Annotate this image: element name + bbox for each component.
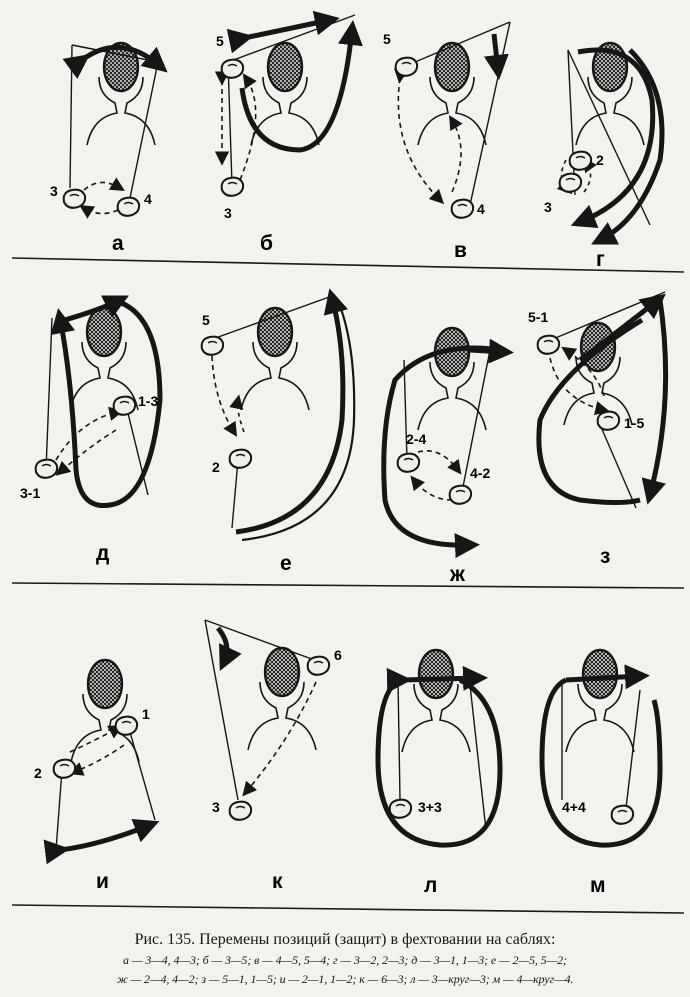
label-k-2: 3 (212, 799, 220, 815)
panel-letter-b: б (260, 232, 273, 255)
panel-z: 5-1 1-5 з (528, 291, 669, 568)
panel-letter-l: л (424, 874, 437, 897)
panel-e: 5 2 е (200, 288, 356, 575)
panel-a: 3 4 а (50, 41, 168, 255)
panel-k: 6 3 к (204, 619, 342, 893)
panel-letter-m: м (590, 874, 606, 897)
label-a-2: 4 (144, 191, 152, 207)
panel-l: 3+3 л (375, 648, 503, 897)
panel-letter-d: д (96, 542, 109, 565)
caption-line-1: а — 3—4, 4—3; б — 3—5; в — 4—5, 5—4; г —… (123, 953, 567, 967)
label-d-2: 3-1 (20, 485, 40, 501)
panel-i: 1 2 и (34, 658, 160, 893)
label-e-1: 5 (202, 312, 210, 328)
panel-letter-i: и (96, 870, 109, 893)
panel-letter-zh: ж (449, 563, 466, 586)
panel-g: 2 3 г (544, 41, 665, 271)
panel-zh: 2-4 4-2 ж (381, 326, 514, 586)
divider-lines (11, 257, 685, 914)
label-g-1: 2 (596, 152, 604, 168)
label-l-1: 3+3 (418, 799, 442, 815)
label-i-1: 1 (142, 706, 150, 722)
caption-line-2: ж — 2—4, 4—2; з — 5—1, 1—5; и — 2—1, 1—2… (116, 972, 574, 986)
panel-v: 5 4 в (383, 21, 511, 262)
label-a-1: 3 (50, 183, 58, 199)
panel-letter-a: а (112, 232, 124, 255)
label-v-1: 5 (383, 31, 391, 47)
panel-letter-g: г (596, 248, 605, 271)
label-g-2: 3 (544, 199, 552, 215)
label-d-1: 1-3 (138, 393, 158, 409)
label-b-2: 3 (224, 205, 232, 221)
label-z-1: 5-1 (528, 309, 548, 325)
label-i-2: 2 (34, 765, 42, 781)
panel-b: 5 3 б (214, 10, 363, 255)
panel-letter-v: в (454, 239, 467, 262)
fencing-figure: 3 4 а 5 3 б 5 4 в (11, 10, 685, 914)
panel-letter-k: к (272, 870, 283, 893)
label-e-2: 2 (212, 459, 220, 475)
panel-m: 4+4 м (539, 648, 663, 897)
label-v-2: 4 (477, 201, 485, 217)
caption-title: Рис. 135. Перемены позиций (защит) в фех… (134, 931, 556, 948)
label-b-1: 5 (216, 33, 224, 49)
label-m-1: 4+4 (562, 799, 586, 815)
panel-letter-e: е (280, 552, 292, 575)
label-zh-2: 4-2 (470, 465, 490, 481)
panel-d: 1-3 3-1 д (20, 295, 163, 565)
label-zh-1: 2-4 (406, 431, 426, 447)
label-k-1: 6 (334, 647, 342, 663)
panel-letter-z: з (600, 545, 610, 568)
label-z-2: 1-5 (624, 415, 644, 431)
figure-caption: Рис. 135. Перемены позиций (защит) в фех… (12, 930, 678, 989)
